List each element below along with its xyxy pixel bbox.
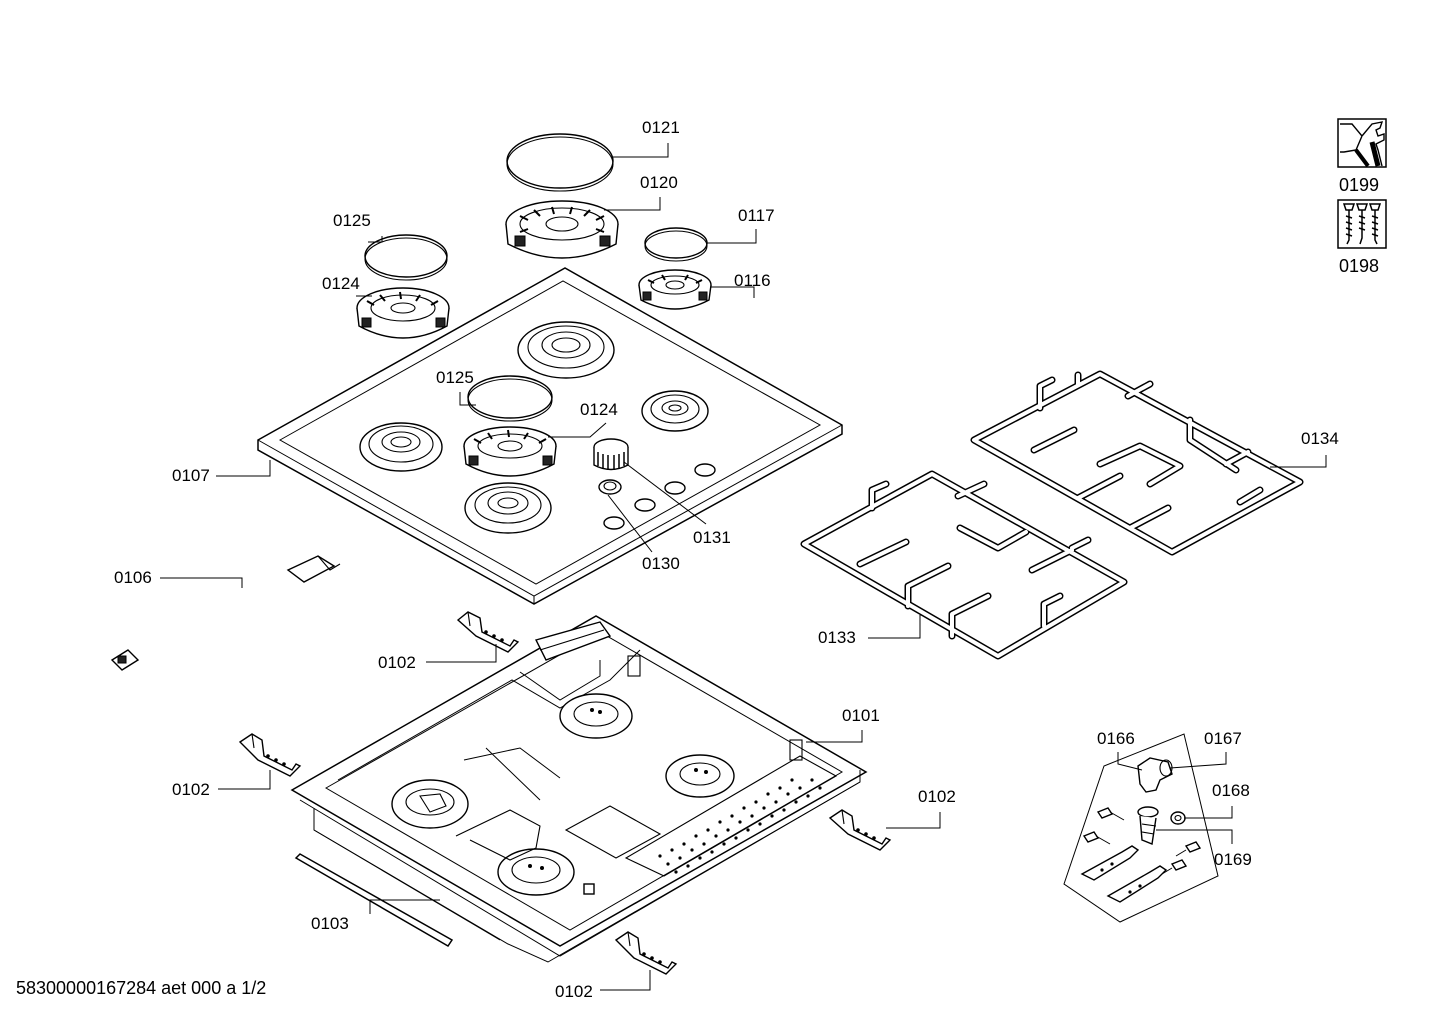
label-0107: 0107	[172, 466, 210, 485]
knob-bezel	[598, 479, 622, 495]
screws-icon	[1337, 199, 1387, 249]
label-0124-top: 0124	[322, 274, 360, 293]
label-0167: 0167	[1204, 729, 1242, 748]
elbow-connector	[1137, 757, 1173, 793]
label-0125-top: 0125	[333, 211, 371, 230]
hose-nozzle	[1137, 806, 1159, 845]
tray-burner-mount-left	[391, 779, 469, 829]
burner-cap-medium-mid	[467, 375, 553, 422]
screw-set	[1082, 807, 1202, 875]
label-0102-top: 0102	[378, 653, 416, 672]
label-0133: 0133	[818, 628, 856, 647]
label-0168: 0168	[1212, 781, 1250, 800]
leader-lines	[160, 143, 1327, 991]
burner-crown-small	[638, 269, 712, 310]
label-0102-bottom: 0102	[555, 982, 593, 1001]
label-0116: 0116	[734, 271, 771, 290]
label-0169: 0169	[1214, 850, 1252, 869]
sealing-washer	[1170, 811, 1186, 825]
label-0120: 0120	[640, 173, 678, 192]
wrench-icon	[1337, 118, 1387, 168]
label-0124-mid: 0124	[580, 400, 618, 419]
part-labels: 0121 0120 0125 0117 0124 0116 0125 0124 …	[114, 118, 1339, 1001]
label-0117: 0117	[738, 206, 775, 225]
tray-burner-mount-back	[559, 693, 633, 739]
label-0199: 0199	[1339, 175, 1379, 195]
label-0125-mid: 0125	[436, 368, 474, 387]
fixing-clamp-bottom	[614, 931, 678, 975]
burner-cap-small	[644, 227, 708, 262]
label-0101: 0101	[842, 706, 880, 725]
power-cord	[110, 555, 341, 671]
tray-burner-mount-right	[665, 754, 735, 798]
burner-cap-large	[506, 133, 614, 192]
tray-perforations	[658, 778, 822, 874]
label-0102-right: 0102	[918, 787, 956, 806]
pan-support-grate-right	[970, 370, 1304, 556]
burner-crown-medium-top	[356, 287, 450, 339]
fixing-clamp-right	[828, 809, 892, 851]
hob-bottom-tray	[290, 615, 868, 963]
label-0103: 0103	[311, 914, 349, 933]
label-0121: 0121	[642, 118, 680, 137]
control-knob	[593, 438, 629, 471]
fixing-clamp-top	[456, 611, 520, 653]
label-0102-left: 0102	[172, 780, 210, 799]
hob-burner-seat-left	[359, 422, 443, 472]
label-0131: 0131	[693, 528, 731, 547]
burner-crown-large	[505, 200, 619, 259]
hob-burner-seat-front	[464, 482, 552, 534]
label-0198: 0198	[1339, 256, 1379, 276]
burner-cap-medium-top	[364, 234, 448, 281]
pan-support-grate-left	[800, 470, 1128, 660]
conversion-kit-bag	[1063, 733, 1219, 923]
document-code: 58300000167284 aet 000 a 1/2	[16, 978, 267, 998]
fixing-clamp-left	[238, 733, 302, 777]
hob-top-plate	[257, 267, 843, 605]
hob-burner-seat-small	[641, 390, 709, 432]
tray-burner-mount-front	[497, 848, 575, 896]
label-0134: 0134	[1301, 429, 1339, 448]
label-0166: 0166	[1097, 729, 1135, 748]
label-0106: 0106	[114, 568, 152, 587]
burner-crown-medium-mid	[463, 426, 557, 477]
label-0130: 0130	[642, 554, 680, 573]
hob-burner-seat-large	[517, 321, 615, 379]
